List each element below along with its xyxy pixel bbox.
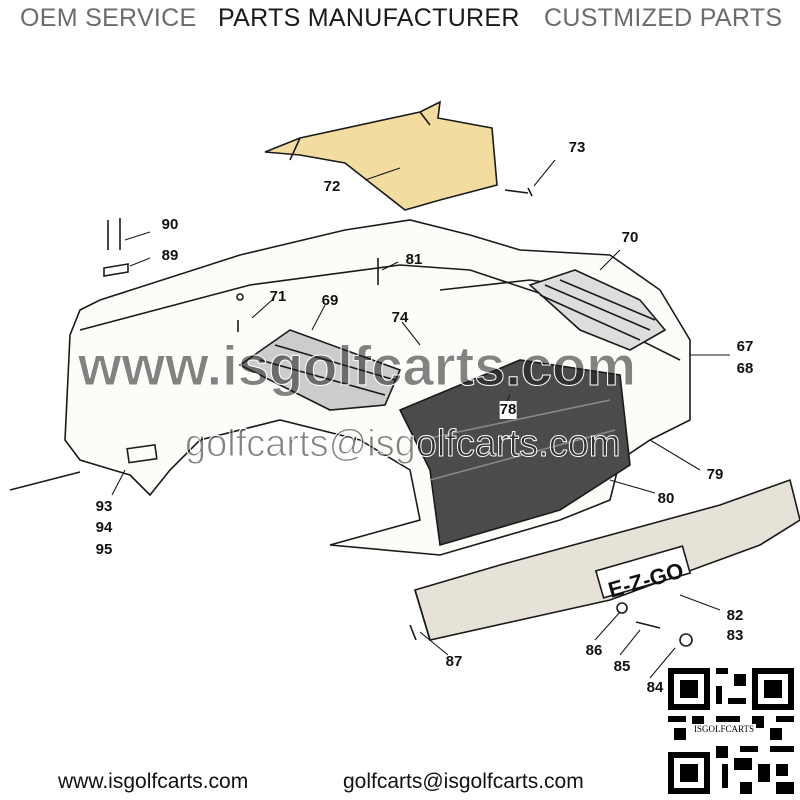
nut-86 [616,602,628,614]
footer-website-link[interactable]: www.isgolfcarts.com [58,770,249,793]
leader-lines [111,159,730,679]
cap-84 [679,633,693,647]
rear-panel-72 [264,100,498,211]
callout-95: 95 [95,541,113,558]
bolt-85 [635,621,661,629]
watermark-site: www.isgolfcarts.com [77,334,637,397]
callout-73: 73 [568,139,586,156]
callout-94: 94 [95,519,113,536]
callout-84: 84 [646,679,664,696]
seat-support-ribs [259,344,396,396]
callout-87: 87 [445,653,463,670]
header-parts-manufacturer: PARTS MANUFACTURER [218,4,520,32]
cargo-bed [398,359,631,547]
callout-86: 86 [585,642,603,659]
watermark-email: golfcarts@isgolfcarts.com [185,423,622,465]
callout-93: 93 [95,498,113,515]
bumper-logo-plate [594,545,692,599]
seat-support-69 [238,329,402,411]
callout-70: 70 [621,229,639,246]
callout-82: 82 [726,607,744,624]
bumper-edge [414,589,431,641]
rear-bumper-82 [414,478,800,641]
qr-caption: ISGOLFCARTS [692,724,756,734]
callout-79: 79 [706,466,724,483]
cargo-bed-lines [419,399,616,481]
callout-71: 71 [269,288,287,305]
callout-78: 78 [499,401,517,419]
ribbed-mat-70 [528,269,667,351]
screw-73 [504,187,533,197]
bracket-89 [103,263,129,277]
fastener-90 [107,218,121,250]
callout-81: 81 [405,251,423,268]
callout-68: 68 [736,360,754,377]
callout-69: 69 [321,292,339,309]
washer-71 [236,293,244,301]
side-plate-93 [126,443,158,464]
bolt-93 [9,471,81,491]
callout-90: 90 [161,216,179,233]
header-customized-parts: CUSTMIZED PARTS [544,4,783,32]
bolt-87 [409,624,417,641]
callout-89: 89 [161,247,179,264]
header-oem-service: OEM SERVICE [20,4,197,32]
panel-fold-lines [289,111,431,161]
callout-67: 67 [736,338,754,355]
footer-email-link[interactable]: golfcarts@isgolfcarts.com [343,770,584,793]
callout-85: 85 [613,658,631,675]
callout-83: 83 [726,627,744,644]
callout-74: 74 [391,309,409,326]
ribbed-mat-ribs [539,279,656,341]
callout-80: 80 [657,490,675,507]
callout-72: 72 [323,178,341,195]
